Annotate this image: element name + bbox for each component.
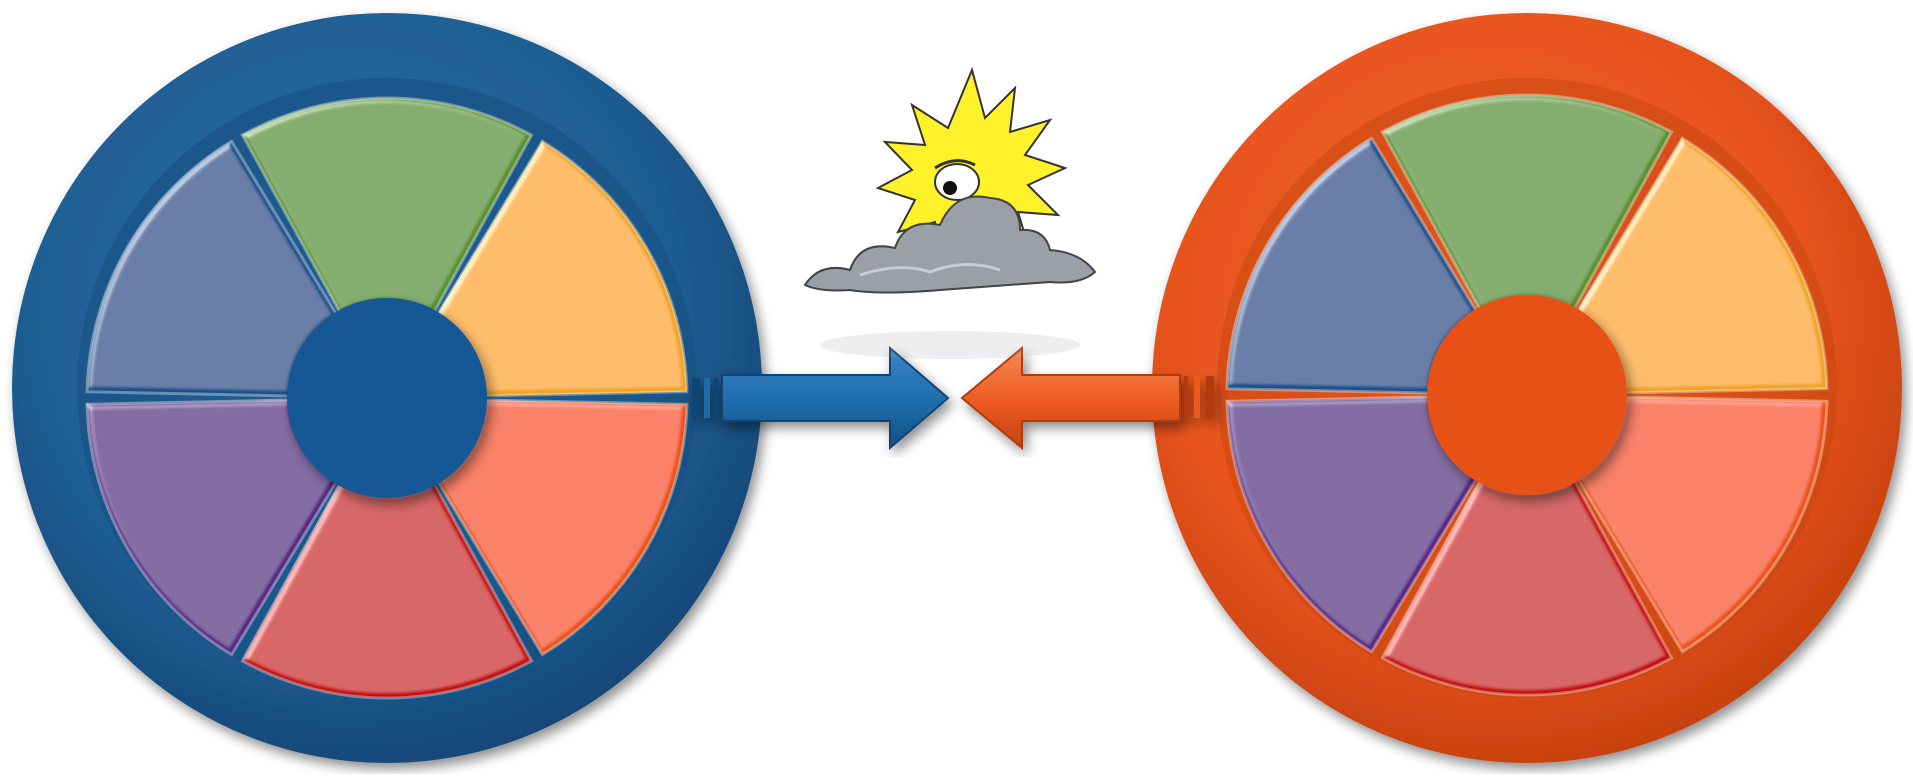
blue-arrow-tail-stripe-1 (692, 378, 700, 418)
left-wheel (12, 13, 762, 763)
sun-eye-white (935, 164, 979, 200)
blue-arrow-tail-stripe-3 (714, 378, 718, 418)
left-hub (287, 298, 487, 498)
orange-arrow-tail-stripe-2 (1194, 376, 1200, 418)
right-hub (1427, 295, 1627, 495)
orange-arrow-body (962, 348, 1180, 448)
orange-arrow-tail-stripe-1 (1206, 376, 1214, 418)
orange-arrow-tail-stripe-3 (1184, 376, 1188, 418)
storm-sun-cloud-icon (805, 70, 1095, 359)
blue-arrow-tail-stripe-2 (704, 378, 710, 418)
right-wheel (1152, 13, 1902, 763)
sun-eye-pupil (943, 181, 957, 195)
